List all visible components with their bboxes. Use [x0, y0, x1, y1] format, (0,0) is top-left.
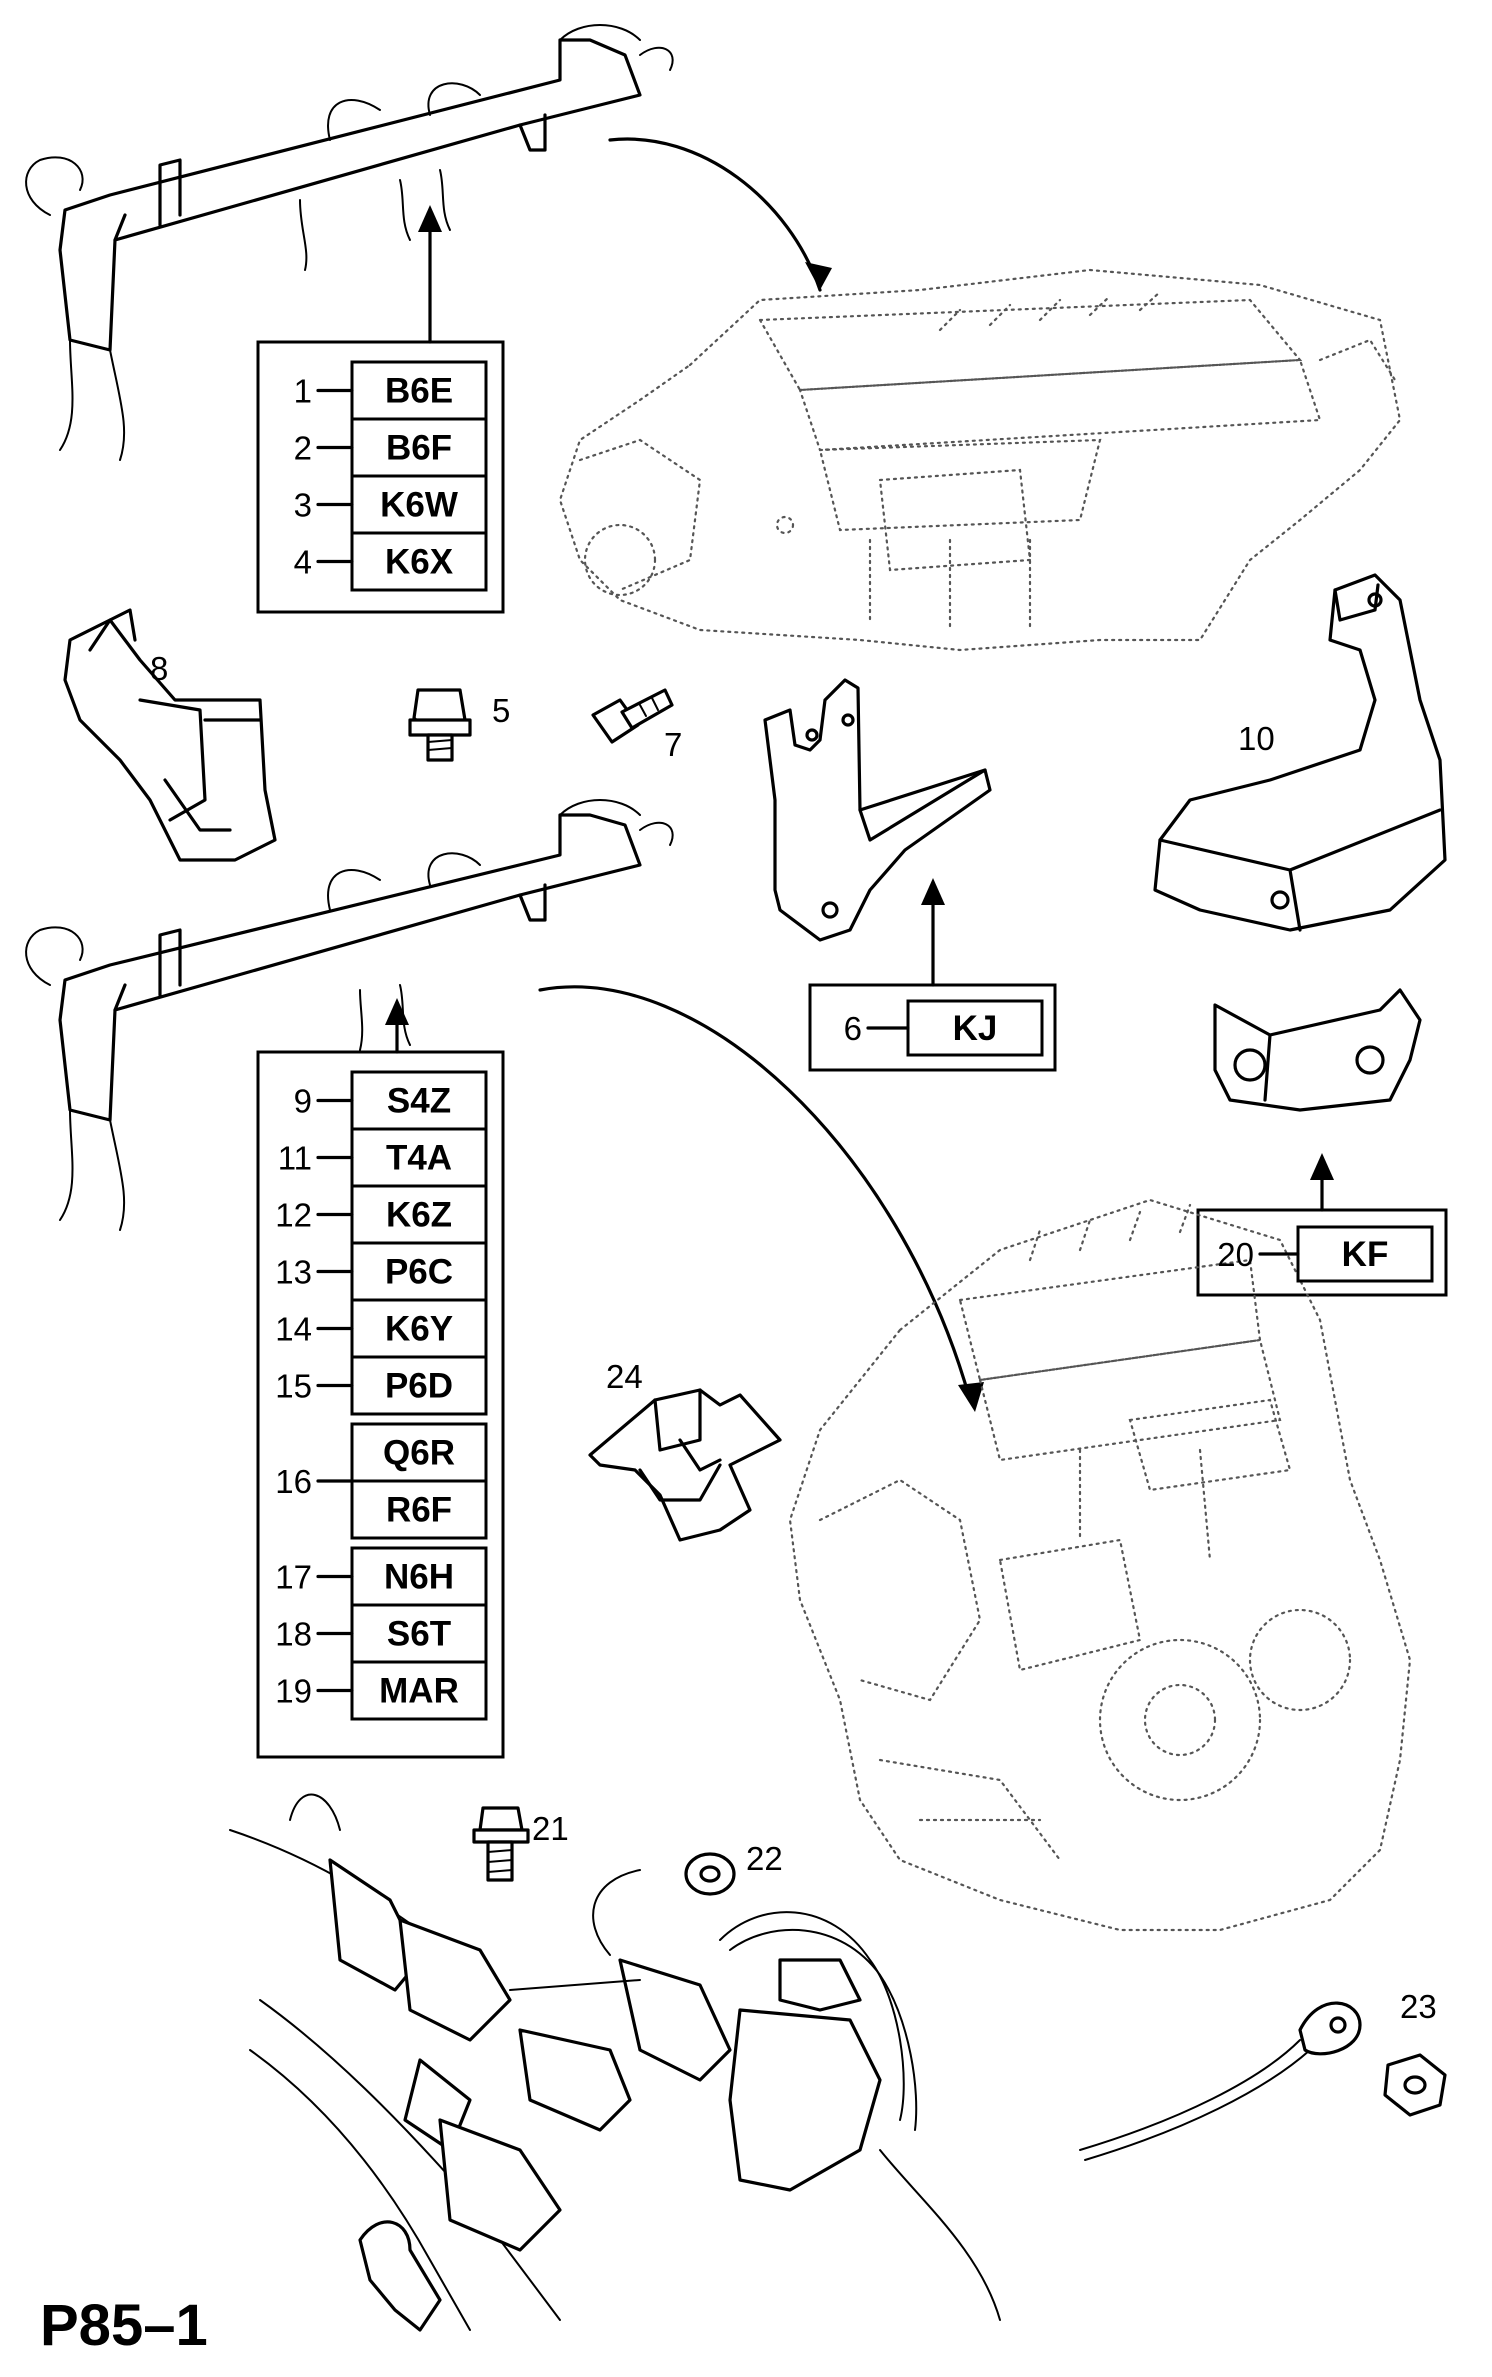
part-20-bracket: [1213, 988, 1422, 1112]
code-t4a: T4A: [386, 1139, 452, 1178]
single-code-rows: KJ 6KF 20: [844, 999, 1434, 1283]
code-n6h: N6H: [384, 1558, 454, 1597]
item-number-17: 17: [275, 1559, 312, 1596]
code-b6f-cell: [350, 417, 488, 478]
part-23-ground-cable: [1079, 2001, 1447, 2161]
code-k6w-cell: [350, 474, 488, 535]
callout-21: 21: [532, 1810, 569, 1847]
item-number-11: 11: [278, 1140, 312, 1177]
code-p6c: P6C: [385, 1253, 453, 1292]
item-number-6: 6: [844, 1010, 862, 1047]
item-number-13: 13: [275, 1254, 312, 1291]
item-number-19: 19: [275, 1673, 312, 1710]
item-number-12: 12: [275, 1197, 312, 1234]
arrow-harness2-engine2: [538, 985, 972, 1402]
callout-8: 8: [150, 650, 168, 687]
code-r6f: R6F: [386, 1491, 452, 1530]
diagram-title: P85–1: [40, 2293, 208, 2358]
item-number-15: 15: [275, 1368, 312, 1405]
part-10-bracket: [1153, 573, 1447, 932]
callout-24: 24: [606, 1358, 643, 1395]
callout-7: 7: [664, 726, 682, 763]
item-number-14: 14: [275, 1311, 312, 1348]
arrow-head: [805, 262, 832, 290]
code-n6h-cell: [350, 1546, 488, 1607]
part-7-screw: [591, 688, 674, 744]
code-b6f: B6F: [386, 429, 452, 468]
code-s6t: S6T: [387, 1615, 451, 1654]
item-number-2: 2: [294, 430, 312, 467]
item-number-20: 20: [1217, 1236, 1254, 1273]
code-k6z-cell: [350, 1184, 488, 1245]
code-mar-cell: [350, 1660, 488, 1721]
code-q6r: Q6R: [383, 1434, 455, 1473]
item-number-18: 18: [275, 1616, 312, 1653]
code-k6z: K6Z: [386, 1196, 452, 1235]
item-number-3: 3: [294, 487, 312, 524]
code-k6y: K6Y: [385, 1310, 453, 1349]
code-s4z: S4Z: [387, 1082, 451, 1121]
code-t4a-cell: [350, 1127, 488, 1188]
callout-23: 23: [1400, 1988, 1437, 2025]
item-number-16: 16: [275, 1463, 312, 1500]
part-21-bolt: [472, 1806, 530, 1882]
engine-bottom-illustration: [788, 1198, 1412, 1932]
code-s4z-cell: [350, 1070, 488, 1131]
code-mar: MAR: [379, 1672, 459, 1711]
item-number-4: 4: [294, 544, 312, 581]
code-kj-cell: [906, 999, 1044, 1057]
code-p6c-cell: [350, 1241, 488, 1302]
engine-top-illustration: [558, 268, 1402, 652]
part-6-bracket: [763, 678, 992, 942]
arrow-head: [958, 1382, 984, 1412]
code-p6d: P6D: [385, 1367, 453, 1406]
code-k6x: K6X: [385, 543, 454, 582]
callout-5: 5: [492, 692, 510, 729]
arrow-harness1-engine1: [608, 137, 822, 292]
item-number-9: 9: [294, 1083, 312, 1120]
sensor-assembly: [229, 1793, 1001, 2332]
part-8-clip: [63, 608, 277, 862]
callout-10: 10: [1238, 720, 1275, 757]
callout-22: 22: [746, 1840, 783, 1877]
wiring-harness-top: [25, 24, 674, 461]
code-kf: KF: [1342, 1235, 1389, 1274]
code-k6w: K6W: [380, 486, 458, 525]
code-kj: KJ: [953, 1009, 998, 1048]
part-24-clip: [588, 1388, 782, 1542]
part-22-washer: [684, 1852, 736, 1896]
part-5-bolt: [408, 688, 472, 762]
code-p6d-cell: [350, 1355, 488, 1416]
wiring-harness-middle: [25, 799, 674, 1231]
code-b6e: B6E: [385, 372, 453, 411]
code-r6f-cell: [350, 1479, 488, 1540]
item-number-1: 1: [294, 373, 312, 410]
